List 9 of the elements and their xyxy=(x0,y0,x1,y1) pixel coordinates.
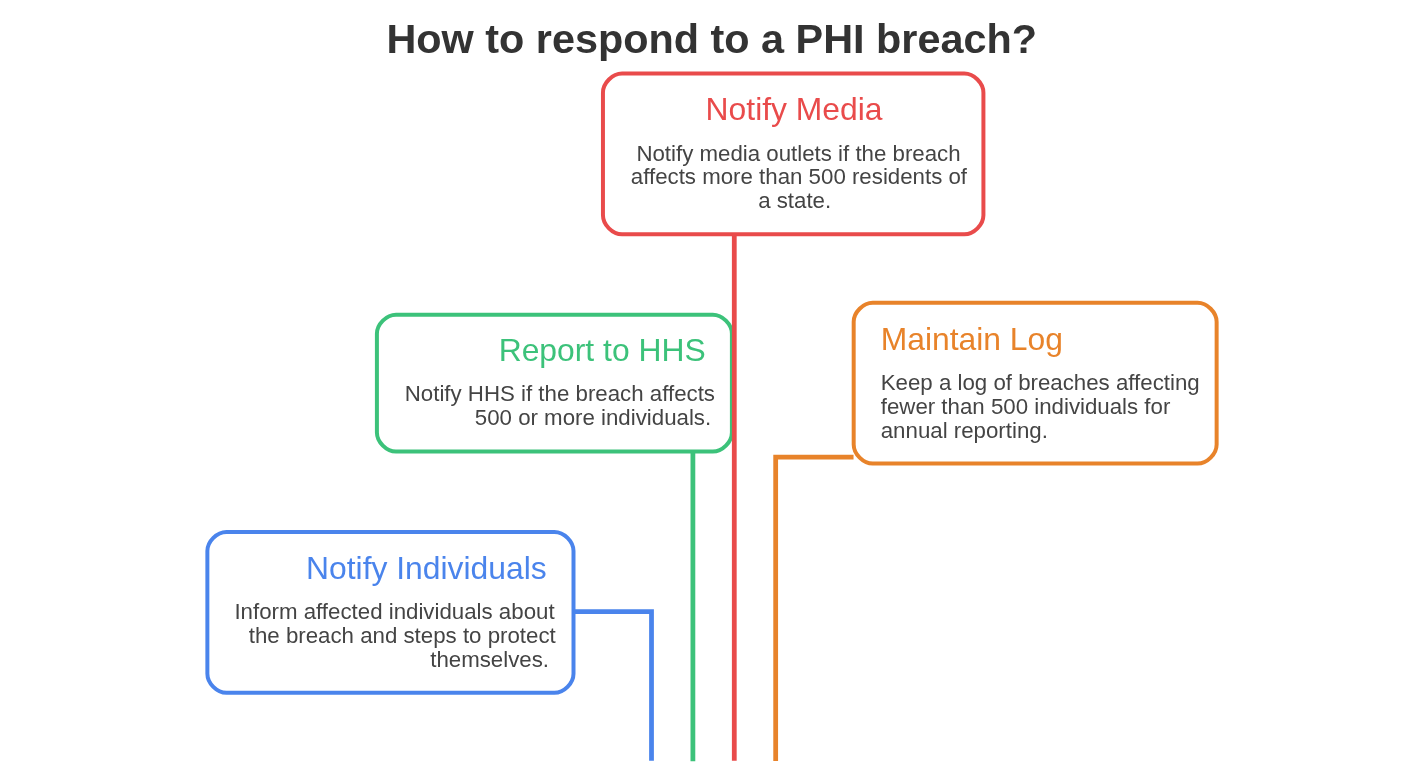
diagram-title: How to respond to a PHI breach? xyxy=(385,15,1037,62)
connector xyxy=(772,454,854,761)
node-box: Report to HHS Notify HHS if the breach affects 500 or more individuals. xyxy=(374,312,734,454)
node-box: Notify Individuals Inform affected individuals about the breach and steps to protect themselves. xyxy=(204,530,575,695)
connector xyxy=(731,234,737,761)
connector xyxy=(690,451,695,762)
node-box: Maintain Log Keep a log of breaches affecting fewer than 500 individuals for annual reporting. xyxy=(851,300,1219,466)
node-box: Notify Media Notify media outlets if the breach affects more than 500 residents of a state. xyxy=(600,71,985,237)
connector xyxy=(573,609,654,761)
